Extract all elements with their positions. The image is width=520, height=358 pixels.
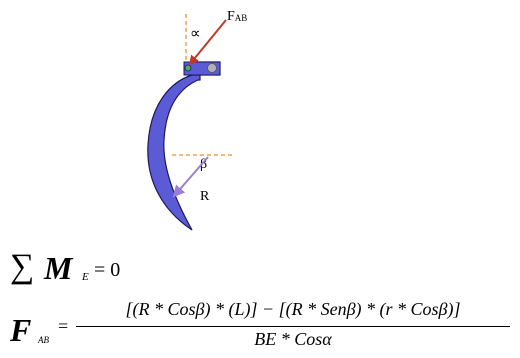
force-ab-label: FAB: [227, 9, 247, 24]
force-symbol: F: [10, 312, 32, 348]
force-fraction: [(R * Cosβ) * (L)] − [(R * Senβ) * (r * …: [76, 300, 510, 348]
moment-symbol: M: [44, 250, 73, 286]
hook-body: [147, 61, 221, 231]
pivot-point-b: [207, 63, 217, 73]
moment-sum-rhs: = 0: [94, 259, 121, 281]
force-ab-label-main: F: [227, 9, 235, 24]
equals-sign: =: [58, 316, 69, 336]
force-ab-label-sub: AB: [235, 13, 248, 23]
hook-force-diagram: FAB ∝ β R: [147, 9, 247, 231]
fraction-bar: [76, 326, 510, 327]
fraction-denominator: BE * Cosα: [254, 329, 332, 349]
beta-label: β: [200, 157, 207, 172]
alpha-label: ∝: [190, 26, 201, 42]
moment-subscript: E: [82, 271, 89, 283]
fraction-numerator: [(R * Cosβ) * (L)] − [(R * Senβ) * (r * …: [125, 299, 461, 319]
reaction-r-arrow: [172, 156, 209, 198]
pivot-point-a: [184, 64, 192, 72]
force-ab-arrow: [188, 19, 227, 66]
force-subscript: AB: [38, 335, 49, 345]
reaction-r-label: R: [200, 189, 210, 204]
force-ab-equation: F AB = [(R * Cosβ) * (L)] − [(R * Senβ) …: [10, 300, 515, 356]
sum-symbol: ∑: [10, 248, 35, 285]
